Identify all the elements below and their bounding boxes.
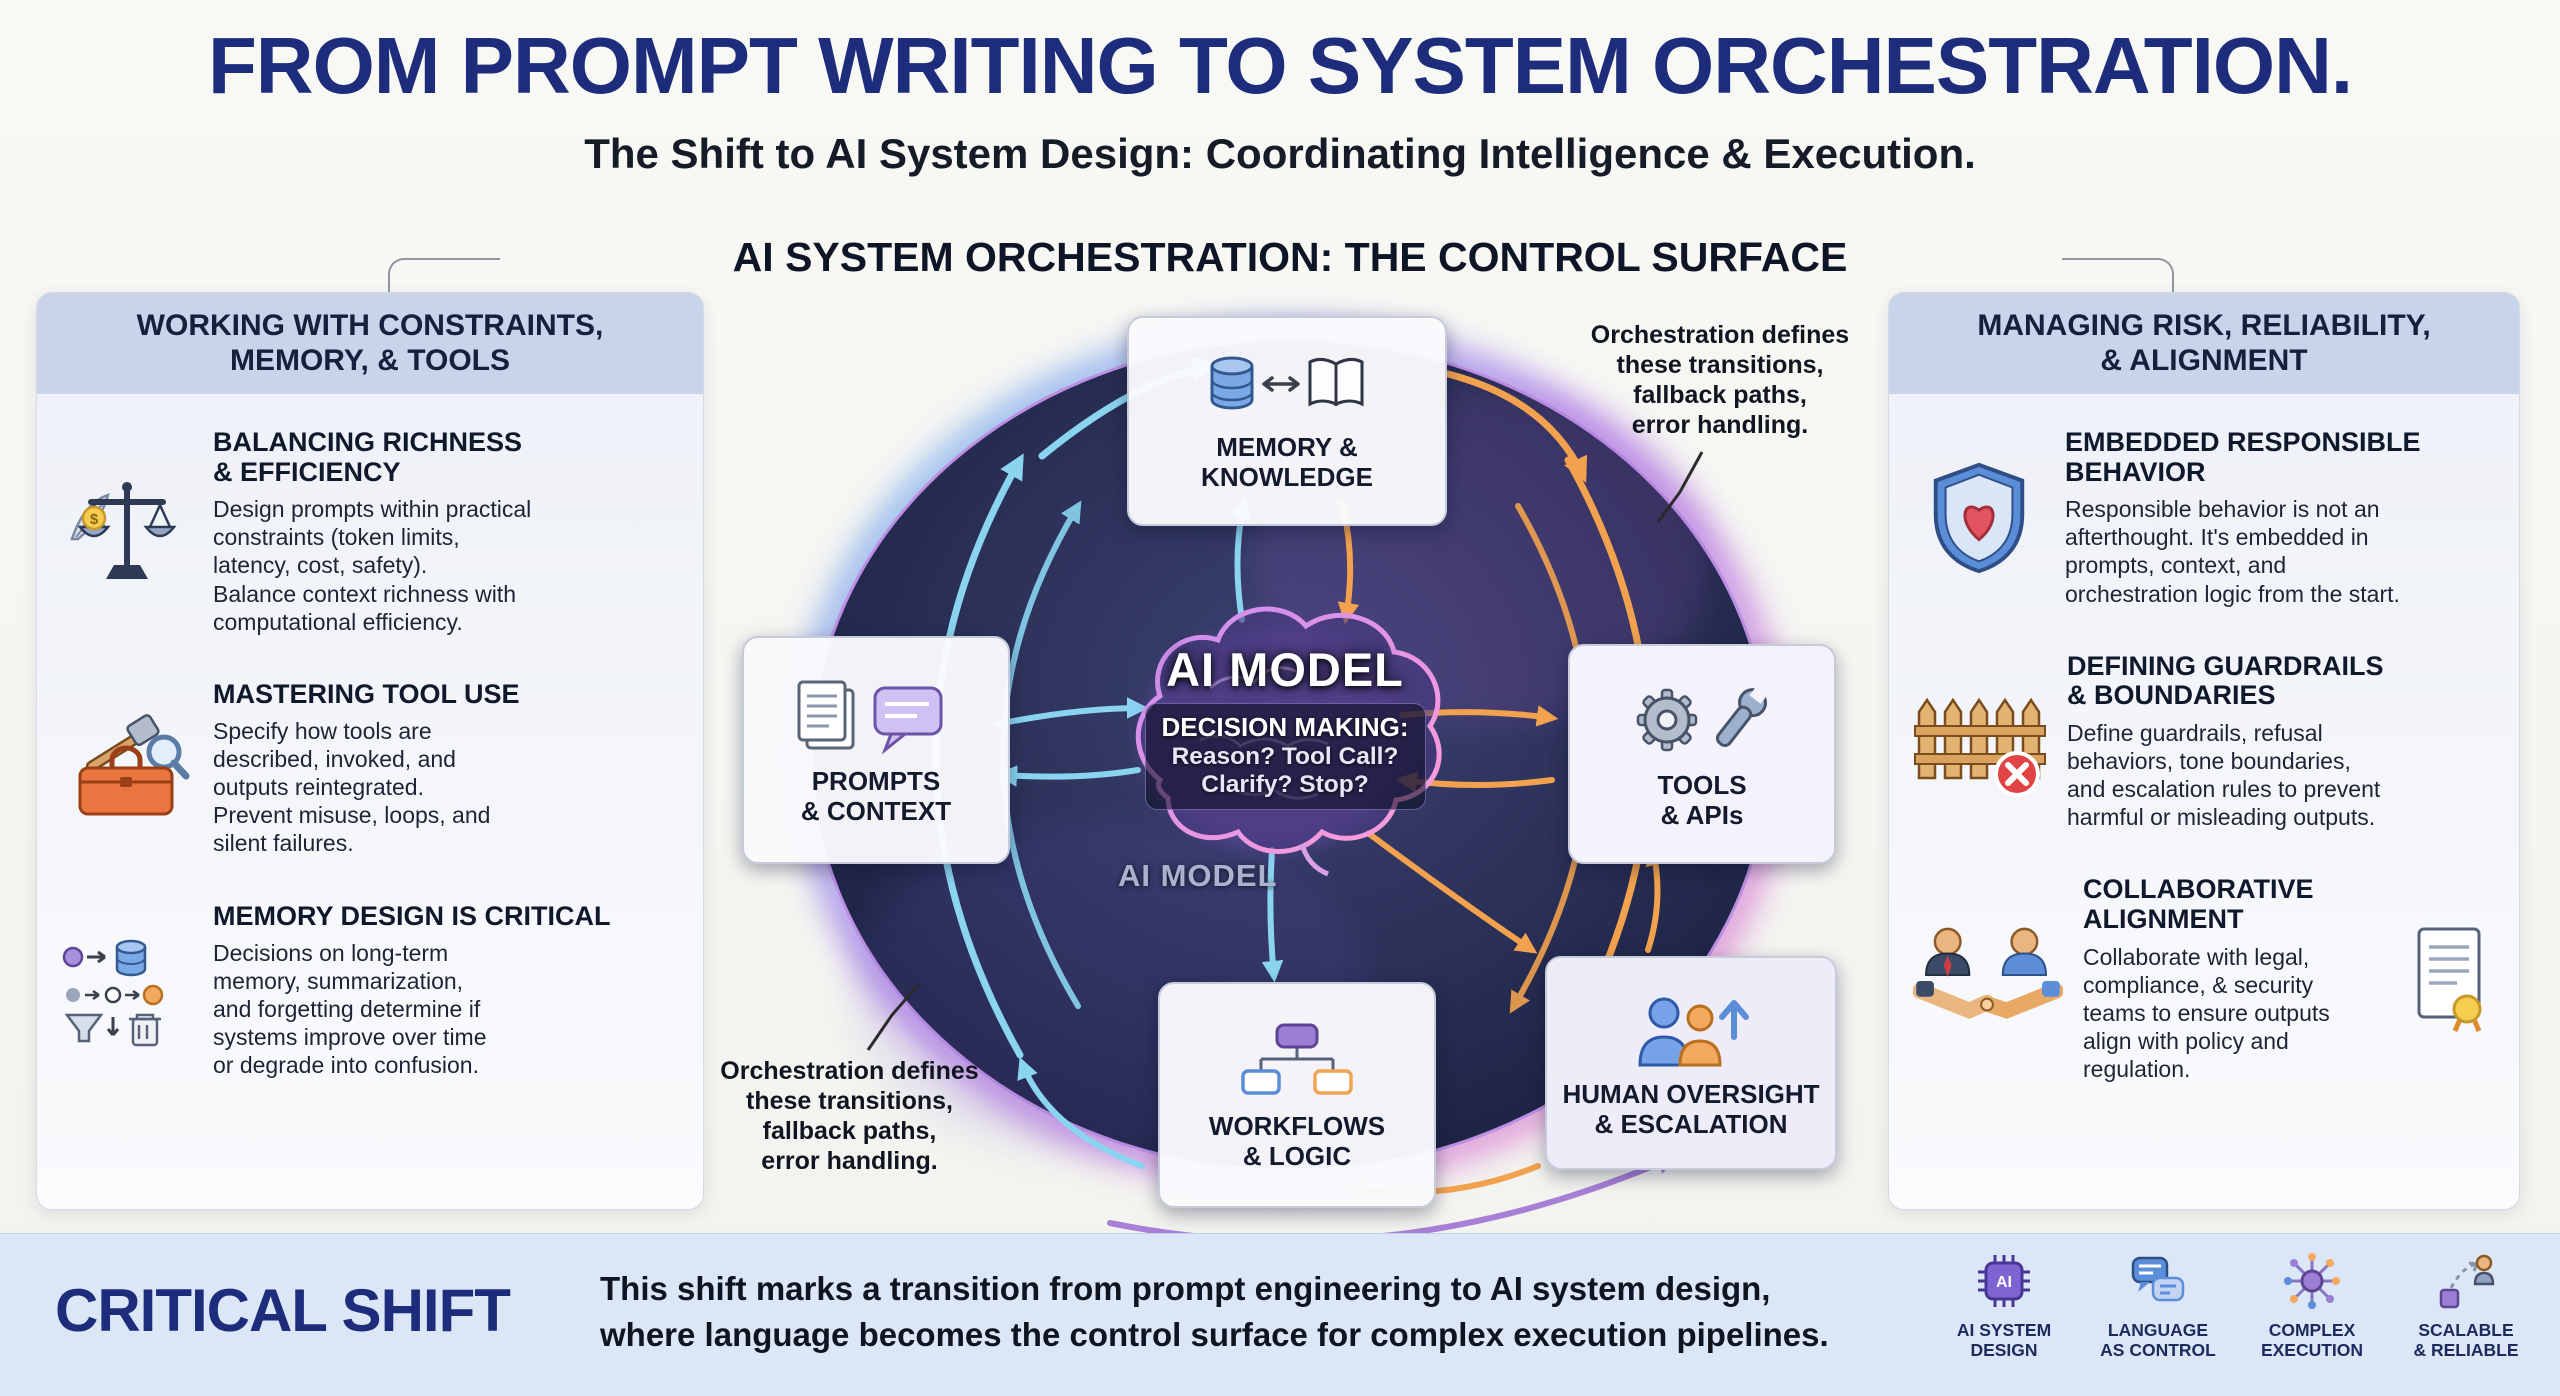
item-heading: MEMORY DESIGN IS CRITICAL (213, 900, 611, 931)
item-heading: EMBEDDED RESPONSIBLE BEHAVIOR (2065, 427, 2421, 487)
ai-chip-icon: AI (1973, 1250, 2035, 1317)
gear-wrench-icon (1617, 678, 1787, 767)
node-human-oversight: HUMAN OVERSIGHT & ESCALATION (1545, 956, 1837, 1170)
item-heading: BALANCING RICHNESS & EFFICIENCY (213, 427, 523, 487)
page-subtitle: The Shift to AI System Design: Coordinat… (584, 130, 1976, 177)
balance-scale-icon: $ (61, 473, 193, 591)
left-panel-title: WORKING WITH CONSTRAINTS, MEMORY, & TOOL… (37, 293, 703, 394)
left-bracket-line (388, 258, 500, 312)
database-book-icon (1202, 350, 1372, 429)
node-workflows-logic: WORKFLOWS & LOGIC (1158, 982, 1436, 1208)
item-heading: DEFINING GUARDRAILS & BOUNDARIES (2067, 650, 2384, 711)
node-tools-apis: TOOLS & APIs (1568, 644, 1836, 864)
scalable-icon (2435, 1250, 2497, 1317)
left-panel: WORKING WITH CONSTRAINTS, MEMORY, & TOOL… (36, 292, 704, 1210)
right-panel-title: MANAGING RISK, RELIABILITY, & ALIGNMENT (1889, 293, 2519, 394)
item-heading: COLLABORATIVE ALIGNMENT (2083, 874, 2314, 934)
decision-question-1: Reason? Tool Call? (1171, 743, 1399, 770)
svg-text:AI: AI (1996, 1274, 2012, 1291)
badge-ai-system-design: AI AI SYSTEM DESIGN (1934, 1250, 2074, 1360)
footer-bar: CRITICAL SHIFT This shift marks a transi… (0, 1233, 2560, 1396)
ai-model-center: AI MODEL DECISION MAKING: Reason? Tool C… (1080, 642, 1490, 810)
handshake-icon (1913, 920, 2063, 1038)
memory-pipeline-icon (61, 931, 193, 1049)
panel-item-guardrails: DEFINING GUARDRAILS & BOUNDARIES Define … (1913, 650, 2495, 832)
critical-shift-body: This shift marks a transition from promp… (600, 1270, 1829, 1354)
decision-making-label: DECISION MAKING: (1161, 712, 1409, 742)
badge-label: COMPLEX EXECUTION (2260, 1320, 2364, 1360)
ai-model-title: AI MODEL (1166, 643, 1404, 696)
page-title: FROM PROMPT WRITING TO SYSTEM ORCHESTRAT… (207, 21, 2353, 110)
item-body: Decisions on long-term memory, summariza… (213, 940, 487, 1079)
certificate-icon (2407, 923, 2495, 1035)
panel-item-tooluse: MASTERING TOOL USE Specify how tools are… (61, 678, 679, 858)
item-body: Define guardrails, refusal behaviors, to… (2067, 719, 2381, 831)
right-bracket-line (2062, 258, 2174, 312)
badge-label: SCALABLE & RELIABLE (2413, 1320, 2519, 1360)
panel-item-responsible: EMBEDDED RESPONSIBLE BEHAVIOR Responsibl… (1913, 427, 2495, 608)
node-label: MEMORY & KNOWLEDGE (1201, 432, 1373, 492)
critical-shift-title: CRITICAL SHIFT (55, 1277, 511, 1344)
panel-item-collaboration: COLLABORATIVE ALIGNMENT Collaborate with… (1913, 874, 2495, 1083)
right-panel: MANAGING RISK, RELIABILITY, & ALIGNMENT … (1888, 292, 2520, 1210)
shield-heart-icon (1913, 459, 2045, 577)
node-label: HUMAN OVERSIGHT & ESCALATION (1562, 1079, 1820, 1139)
annotation-bottom-left: Orchestration defines these transitions,… (720, 1057, 979, 1175)
panel-item-balancing: $ BALANCING RICHNESS & EFFICIENCY Design… (61, 427, 679, 636)
people-escalation-icon (1616, 987, 1766, 1076)
annotation-top-right: Orchestration defines these transitions,… (1590, 321, 1850, 439)
guardrail-fence-icon (1913, 682, 2047, 800)
panel-item-memory-design: MEMORY DESIGN IS CRITICAL Decisions on l… (61, 900, 679, 1080)
decision-question-2: Clarify? Stop? (1201, 771, 1369, 798)
annotation-connector-lines (866, 451, 1704, 1051)
badge-language-as-control: LANGUAGE AS CONTROL (2088, 1250, 2228, 1360)
documents-chat-icon (791, 674, 961, 763)
badge-label: AI SYSTEM DESIGN (1956, 1320, 2052, 1360)
footer-badges: AI AI SYSTEM DESIGN LANGUAGE AS CONTROL (1934, 1250, 2536, 1360)
badge-scalable-reliable: SCALABLE & RELIABLE (2396, 1250, 2536, 1360)
right-panel-body: EMBEDDED RESPONSIBLE BEHAVIOR Responsibl… (1889, 394, 2519, 1103)
node-label: PROMPTS & CONTEXT (800, 766, 952, 826)
svg-text:$: $ (90, 511, 99, 528)
decision-making-box: DECISION MAKING: Reason? Tool Call? Clar… (1144, 703, 1426, 810)
node-prompts-context: PROMPTS & CONTEXT (742, 636, 1010, 864)
item-body: Responsible behavior is not an afterthou… (2065, 496, 2400, 607)
item-heading: MASTERING TOOL USE (213, 678, 520, 709)
node-label: TOOLS & APIs (1657, 770, 1747, 830)
badge-label: LANGUAGE AS CONTROL (2100, 1320, 2216, 1360)
toolbox-icon (61, 710, 193, 828)
item-body: Collaborate with legal, compliance, & se… (2083, 943, 2330, 1082)
node-label: WORKFLOWS & LOGIC (1208, 1111, 1386, 1171)
flowchart-icon (1222, 1019, 1372, 1108)
item-body: Design prompts within practical constrai… (213, 496, 532, 635)
left-panel-body: $ BALANCING RICHNESS & EFFICIENCY Design… (37, 394, 703, 1099)
node-memory-knowledge: MEMORY & KNOWLEDGE (1127, 316, 1447, 526)
item-body: Specify how tools are described, invoked… (213, 718, 491, 857)
ai-model-watermark: AI MODEL (1118, 858, 1278, 893)
badge-complex-execution: COMPLEX EXECUTION (2242, 1250, 2382, 1360)
network-icon (2281, 1250, 2343, 1317)
chat-bubbles-icon (2127, 1250, 2189, 1317)
diagram-heading: AI SYSTEM ORCHESTRATION: THE CONTROL SUR… (732, 234, 1848, 280)
